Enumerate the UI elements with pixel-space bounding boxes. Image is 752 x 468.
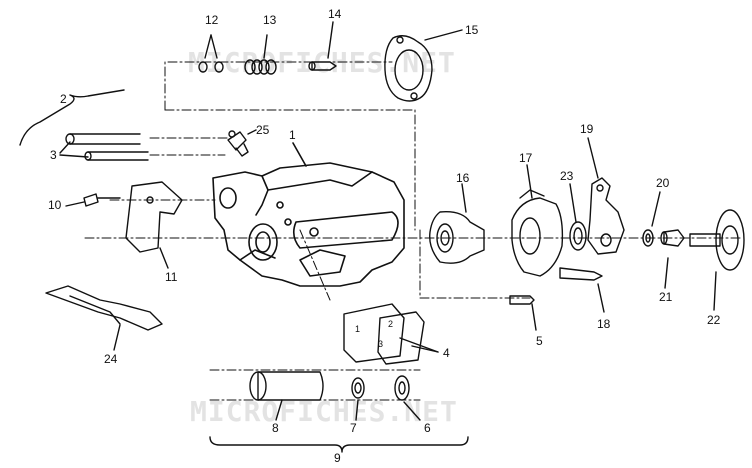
callout-3: 3 <box>50 148 57 162</box>
callout-5: 5 <box>536 334 543 348</box>
part-17-housing <box>511 164 564 277</box>
part-11-bracket <box>125 181 183 269</box>
callout-6: 6 <box>424 421 431 435</box>
callout-10: 10 <box>48 198 62 212</box>
part-16-piston <box>429 183 485 264</box>
pad-mark-3: 3 <box>378 339 384 349</box>
callout-22: 22 <box>707 313 721 327</box>
part-14-pin <box>308 21 337 71</box>
part-20-washer <box>642 191 661 247</box>
callout-7: 7 <box>350 421 357 435</box>
part-1-caliper-body <box>212 142 405 287</box>
part-23-washer <box>569 183 587 251</box>
bracket-9 <box>209 436 469 453</box>
part-19-bracket <box>587 137 625 255</box>
part-18-bolt <box>559 267 605 313</box>
part-5-nut <box>509 295 537 331</box>
callout-16: 16 <box>456 171 470 185</box>
part-8-piston <box>249 371 324 421</box>
callout-21: 21 <box>659 290 673 304</box>
callout-1: 1 <box>289 128 296 142</box>
pad-mark-1: 1 <box>355 324 361 334</box>
callout-24: 24 <box>104 352 118 366</box>
part-3-pins <box>59 133 149 161</box>
callout-14: 14 <box>328 7 342 21</box>
callout-12: 12 <box>205 13 219 27</box>
callout-19: 19 <box>580 122 594 136</box>
callout-8: 8 <box>272 421 279 435</box>
bracket-2 <box>19 89 125 146</box>
part-10-screw <box>65 193 121 207</box>
callout-11: 11 <box>165 270 178 284</box>
callout-2: 2 <box>60 92 67 106</box>
part-15-gasket <box>384 29 463 102</box>
callout-9: 9 <box>334 451 341 465</box>
assembly-guide-lines <box>84 61 741 401</box>
callout-13: 13 <box>263 13 277 27</box>
callout-20: 20 <box>656 176 670 190</box>
part-24-clip <box>45 285 163 351</box>
part-6-boot <box>394 375 421 421</box>
callout-15: 15 <box>465 23 479 37</box>
part-21-bushing <box>660 229 685 289</box>
part-13-spring <box>244 34 277 75</box>
part-4-pads <box>343 303 439 365</box>
callout-25: 25 <box>256 123 270 137</box>
part-25-bleeder <box>227 129 257 157</box>
callout-18: 18 <box>597 317 611 331</box>
callout-17: 17 <box>519 151 533 165</box>
callout-4: 4 <box>443 346 450 360</box>
callout-23: 23 <box>560 169 574 183</box>
part-12-orings <box>198 34 224 73</box>
part-22-bolt <box>689 209 745 311</box>
part-7-seal <box>351 377 365 421</box>
pad-mark-2: 2 <box>388 319 394 329</box>
